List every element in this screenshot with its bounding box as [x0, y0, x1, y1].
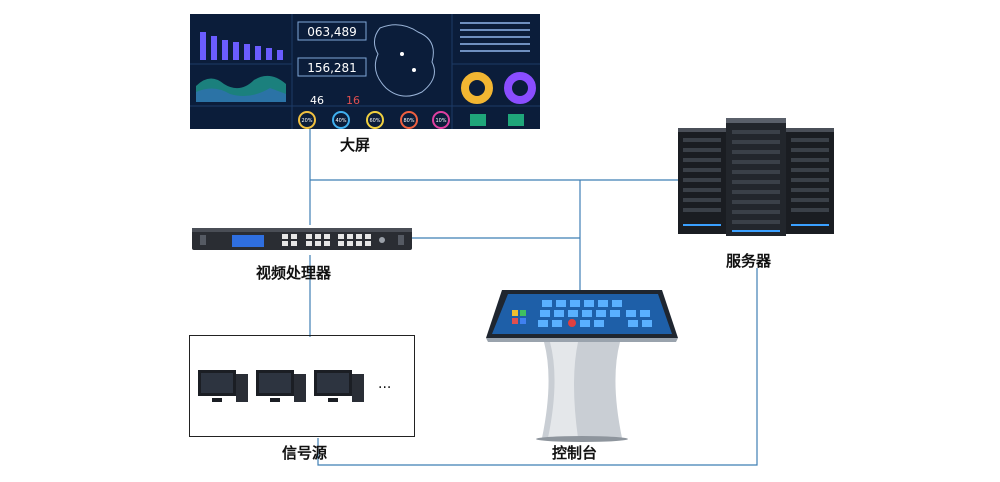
screen-percent-1: 20%	[301, 118, 312, 124]
more-sources-ellipsis: ···	[378, 380, 391, 396]
signal-sources-label: 信号源	[282, 444, 328, 462]
server-rack-image	[678, 118, 834, 236]
screen-percent-3: 60%	[369, 118, 380, 124]
console-kiosk-image	[486, 290, 678, 442]
computers-image: ···	[198, 370, 391, 402]
screen-counter-2: 156,281	[307, 61, 357, 75]
screen-percent-4: 80%	[403, 118, 414, 124]
big-screen-image: 063,489 156,281 46 16 20% 40% 60% 80% 10…	[190, 14, 540, 129]
screen-percent-2: 40%	[335, 118, 346, 124]
screen-digits-b: 16	[346, 94, 360, 107]
screen-digits-a: 46	[310, 94, 324, 107]
screen-percent-5: 10%	[435, 118, 446, 124]
server-label: 服务器	[726, 252, 772, 270]
video-processor-device	[192, 228, 412, 250]
video-processor-label: 视频处理器	[256, 264, 332, 282]
signal-sources-box: ···	[189, 335, 415, 437]
screen-counter-1: 063,489	[307, 25, 357, 39]
screen-label: 大屏	[340, 136, 371, 154]
console-label: 控制台	[552, 444, 598, 462]
